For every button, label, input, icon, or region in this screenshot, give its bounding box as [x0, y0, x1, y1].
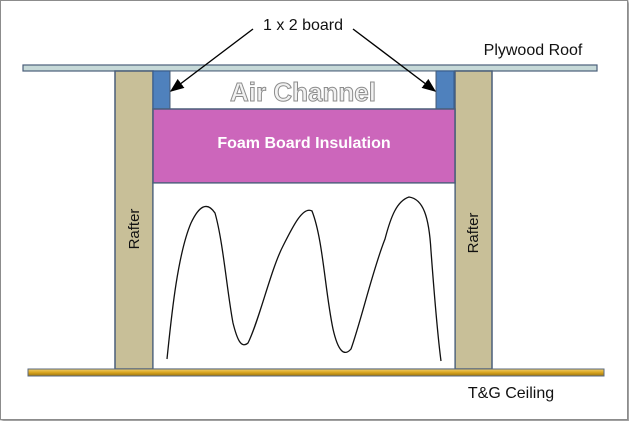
- foam-board-insulation: [152, 108, 456, 184]
- ceiling-label: T&G Ceiling: [468, 385, 554, 402]
- air-channel-label: Air Channel: [230, 77, 376, 107]
- tg-ceiling: [27, 368, 605, 377]
- batt-insulation-line: [166, 196, 442, 362]
- arrow-to-right-board: [352, 28, 437, 92]
- rafter-left: [114, 70, 154, 370]
- board-label: 1 x 2 board: [263, 17, 343, 34]
- rafter-left-label: Rafter: [126, 209, 143, 250]
- board-left: [152, 70, 171, 110]
- rafter-cavity: [152, 182, 456, 370]
- rafter-right: [454, 70, 493, 370]
- arrow-to-left-board: [169, 28, 254, 92]
- board-right: [435, 70, 455, 110]
- plywood-roof: [22, 64, 598, 72]
- rafter-right-label: Rafter: [465, 213, 482, 254]
- plywood-roof-label: Plywood Roof: [484, 42, 583, 59]
- foam-board-label: Foam Board Insulation: [217, 135, 390, 152]
- air-channel-space: [169, 70, 437, 110]
